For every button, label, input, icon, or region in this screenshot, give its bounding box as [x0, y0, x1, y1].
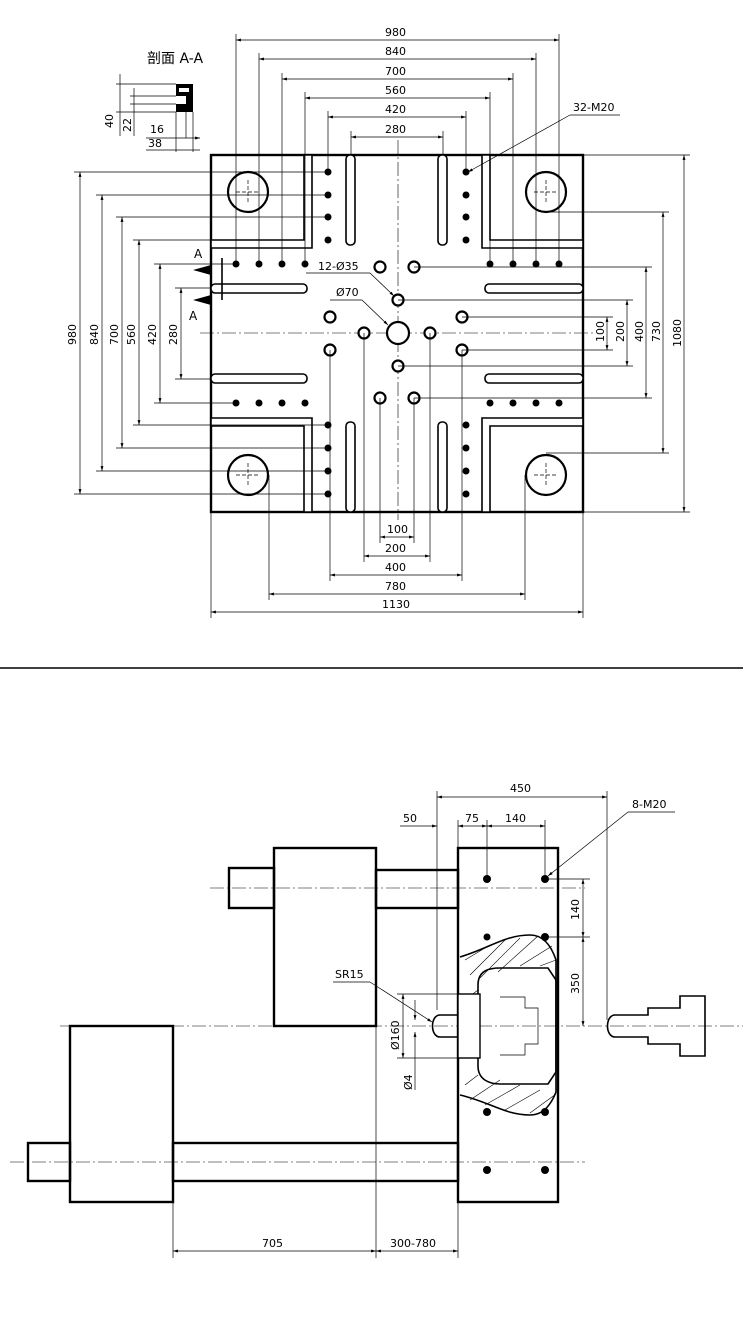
d160-label: Ø160: [389, 1020, 402, 1050]
left-dimensions: [74, 171, 328, 495]
lower-cylinder: [68, 1024, 175, 1204]
section-dim-40: 40: [103, 114, 116, 128]
section-mark-a-top: A: [194, 247, 203, 261]
section-dim-38: 38: [148, 137, 162, 150]
side-dim-50: 50: [403, 812, 417, 825]
straight-slots: [210, 154, 584, 513]
right-dim-1080: 1080: [671, 319, 684, 347]
side-dim-450: 450: [510, 782, 531, 795]
top-dim-700: 700: [385, 65, 406, 78]
left-dim-420: 420: [146, 324, 159, 345]
top-dim-280: 280: [385, 123, 406, 136]
top-dim-560: 560: [385, 84, 406, 97]
hole-label-12-d35: 12-Ø35: [318, 260, 359, 273]
d4-label: Ø4: [402, 1074, 415, 1090]
top-dim-840: 840: [385, 45, 406, 58]
side-dim-350: 350: [569, 973, 582, 994]
injection-nozzle: [606, 995, 706, 1057]
top-view: 剖面 A-A 40 22 16 38: [66, 26, 690, 618]
right-dim-400: 400: [633, 321, 646, 342]
left-dim-280: 280: [167, 324, 180, 345]
right-dim-730: 730: [650, 321, 663, 342]
section-dim-16: 16: [150, 123, 164, 136]
section-mark-a-bottom: A: [189, 309, 198, 323]
side-dim-705: 705: [262, 1237, 283, 1250]
side-dim-75: 75: [465, 812, 479, 825]
side-dim-140-right: 140: [569, 899, 582, 920]
bottom-dim-1130: 1130: [382, 598, 410, 611]
section-label: 剖面 A-A: [147, 51, 203, 67]
bottom-dim-200: 200: [385, 542, 406, 555]
bottom-dimensions: [210, 333, 584, 618]
right-dim-100: 100: [594, 321, 607, 342]
upper-tie-bar: [374, 868, 460, 910]
side-top-dimensions: [400, 791, 608, 1020]
bottom-dim-400: 400: [385, 561, 406, 574]
top-dim-980: 980: [385, 26, 406, 39]
side-bottom-dimensions: [172, 1026, 459, 1258]
side-view: 450 50 75 140 8-M20 140 350 SR15 Ø160 Ø4: [10, 782, 743, 1258]
side-diameter-dims: [397, 993, 458, 1090]
center-label-d70: Ø70: [336, 286, 359, 299]
side-dim-stroke: 300-780: [390, 1237, 436, 1250]
corner-slots: [210, 154, 584, 513]
section-markers: [193, 258, 223, 305]
platen-outline: [209, 153, 585, 514]
nozzle-seat: [457, 934, 557, 1116]
top-dimensions: [235, 34, 560, 264]
thread-label-32-m20: 32-M20: [573, 101, 614, 114]
side-dim-140-top: 140: [505, 812, 526, 825]
thread-label-8-m20: 8-M20: [632, 798, 666, 811]
side-platen-holes: [483, 875, 549, 1174]
section-profile: [116, 74, 200, 152]
top-dim-420: 420: [385, 103, 406, 116]
sr15-label: SR15: [335, 968, 364, 981]
left-dim-840: 840: [88, 324, 101, 345]
bottom-dim-100: 100: [387, 523, 408, 536]
left-dim-700: 700: [108, 324, 121, 345]
right-dim-200: 200: [614, 321, 627, 342]
d35-holes: [323, 260, 469, 405]
right-dimensions: [398, 154, 690, 513]
upper-cylinder: [272, 846, 378, 1028]
left-dim-980: 980: [66, 324, 79, 345]
left-dim-560: 560: [125, 324, 138, 345]
side-right-dimensions: [548, 878, 590, 1026]
bottom-dim-780: 780: [385, 580, 406, 593]
section-dim-22: 22: [121, 118, 134, 132]
